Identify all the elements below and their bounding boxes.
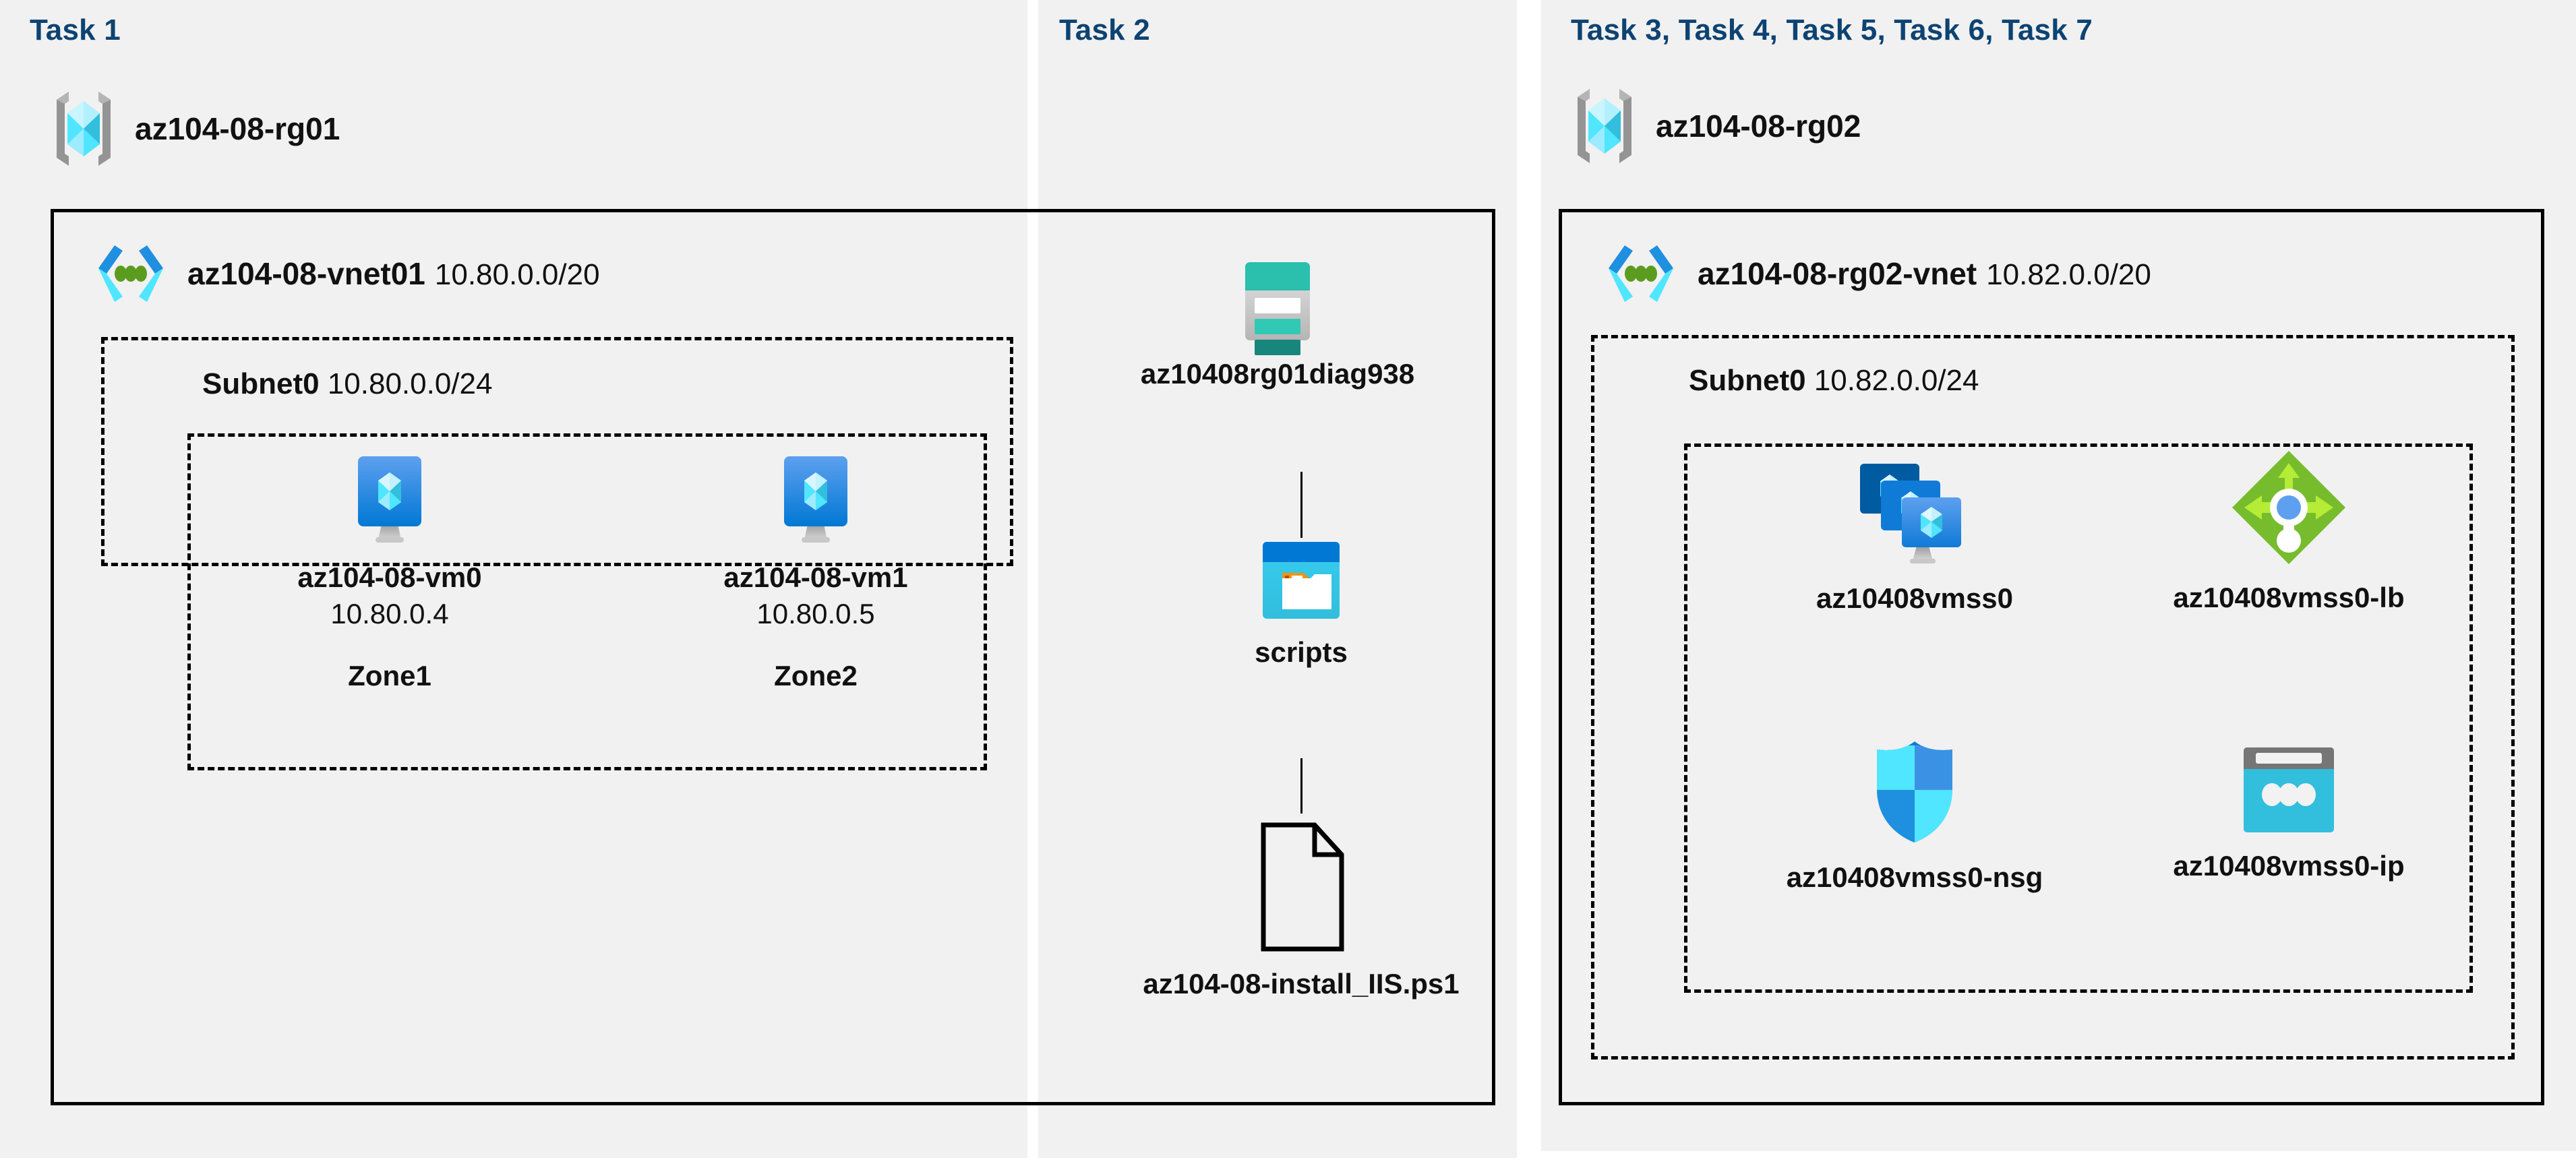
subnet0-rg02-header: Subnet0 10.82.0.0/24 (1689, 364, 1979, 398)
node-load-balancer[interactable]: az10408vmss0-lb (2173, 448, 2405, 614)
subnet0-rg01-boundary (101, 337, 1013, 566)
subnet0-rg01-header: Subnet0 10.80.0.0/24 (202, 367, 492, 401)
vnet01-boundary (51, 209, 1495, 1105)
node-script-file-label: az104-08-install_IIS.ps1 (1143, 968, 1460, 1000)
resource-group-rg02[interactable]: az104-08-rg02 (1571, 86, 1861, 166)
node-script-file[interactable]: az104-08-install_IIS.ps1 (1143, 821, 1460, 1000)
load-balancer-icon (2229, 448, 2348, 567)
node-vm1[interactable]: az104-08-vm1 10.80.0.5 Zone2 (715, 454, 917, 692)
subnet0-rg01-name: Subnet0 (202, 367, 320, 400)
vnet01-name: az104-08-vnet01 (187, 256, 425, 291)
virtual-network-icon (1605, 241, 1677, 306)
node-public-ip[interactable]: az10408vmss0-ip (2173, 745, 2405, 882)
vnet-rg02-cidr: 10.82.0.0/20 (1986, 258, 2151, 291)
panel-task1-background (0, 0, 1027, 1158)
virtual-machine-icon (349, 454, 431, 547)
public-ip-address-icon (2240, 745, 2338, 835)
task3-label: Task 3, Task 4, Task 5, Task 6, Task 7 (1571, 13, 2093, 47)
subnet0-rg02-cidr: 10.82.0.0/24 (1814, 364, 1979, 397)
vnet01-header[interactable]: az104-08-vnet01 10.80.0.0/20 (94, 241, 600, 306)
resource-group-icon (1571, 86, 1638, 166)
vnet-rg02-name: az104-08-rg02-vnet (1698, 256, 1977, 291)
resource-group-name: az104-08-rg02 (1656, 109, 1861, 144)
vnet-rg02-boundary (1559, 209, 2544, 1105)
node-nsg[interactable]: az10408vmss0-nsg (1787, 736, 2043, 894)
resource-group-icon (50, 89, 117, 168)
node-vm1-label: az104-08-vm1 (723, 561, 908, 593)
node-blob-container-label: scripts (1255, 636, 1348, 668)
node-storage-account-label: az10408rg01diag938 (1140, 358, 1415, 390)
storage-account-icon (1242, 259, 1313, 355)
node-public-ip-label: az10408vmss0-ip (2173, 850, 2405, 882)
resource-group-rg01[interactable]: az104-08-rg01 (50, 89, 340, 168)
blob-container-icon (1260, 539, 1342, 621)
resource-group-name: az104-08-rg01 (135, 111, 340, 146)
node-vm0[interactable]: az104-08-vm0 10.80.0.4 Zone1 (289, 454, 491, 692)
subnet0-rg01-cidr: 10.80.0.0/24 (327, 367, 493, 400)
vnet-rg02-header[interactable]: az104-08-rg02-vnet 10.82.0.0/20 (1605, 241, 2151, 306)
node-vm0-label: az104-08-vm0 (297, 561, 482, 593)
virtual-network-icon (94, 241, 167, 306)
panel-task3-background (1541, 0, 2576, 1151)
vm-scale-set-icon (1851, 460, 1979, 567)
node-storage-account[interactable]: az10408rg01diag938 (1141, 259, 1414, 390)
connector-scripts-to-file (1300, 758, 1302, 814)
node-nsg-label: az10408vmss0-nsg (1786, 861, 2043, 893)
node-vm0-ip: 10.80.0.4 (330, 598, 449, 630)
subnet0-rg02-name: Subnet0 (1689, 364, 1806, 397)
task1-label: Task 1 (30, 13, 121, 47)
node-vmss-label: az10408vmss0 (1816, 582, 2013, 614)
vnet01-cidr: 10.80.0.0/20 (434, 258, 600, 291)
vmss-resources-boundary (1684, 443, 2473, 993)
network-security-group-icon (1870, 736, 1959, 847)
node-vm1-ip: 10.80.0.5 (756, 598, 875, 630)
node-vm0-zone: Zone1 (348, 660, 431, 692)
node-vmss[interactable]: az10408vmss0 (1800, 460, 2029, 615)
node-vm1-zone: Zone2 (774, 660, 858, 692)
subnet0-rg02-boundary (1591, 335, 2515, 1060)
node-load-balancer-label: az10408vmss0-lb (2173, 582, 2405, 613)
file-icon (1257, 821, 1346, 953)
zones-boundary (187, 433, 987, 770)
task2-label: Task 2 (1059, 13, 1150, 47)
node-blob-container[interactable]: scripts (1200, 539, 1402, 669)
virtual-machine-icon (775, 454, 857, 547)
connector-storage-to-scripts (1300, 472, 1302, 538)
